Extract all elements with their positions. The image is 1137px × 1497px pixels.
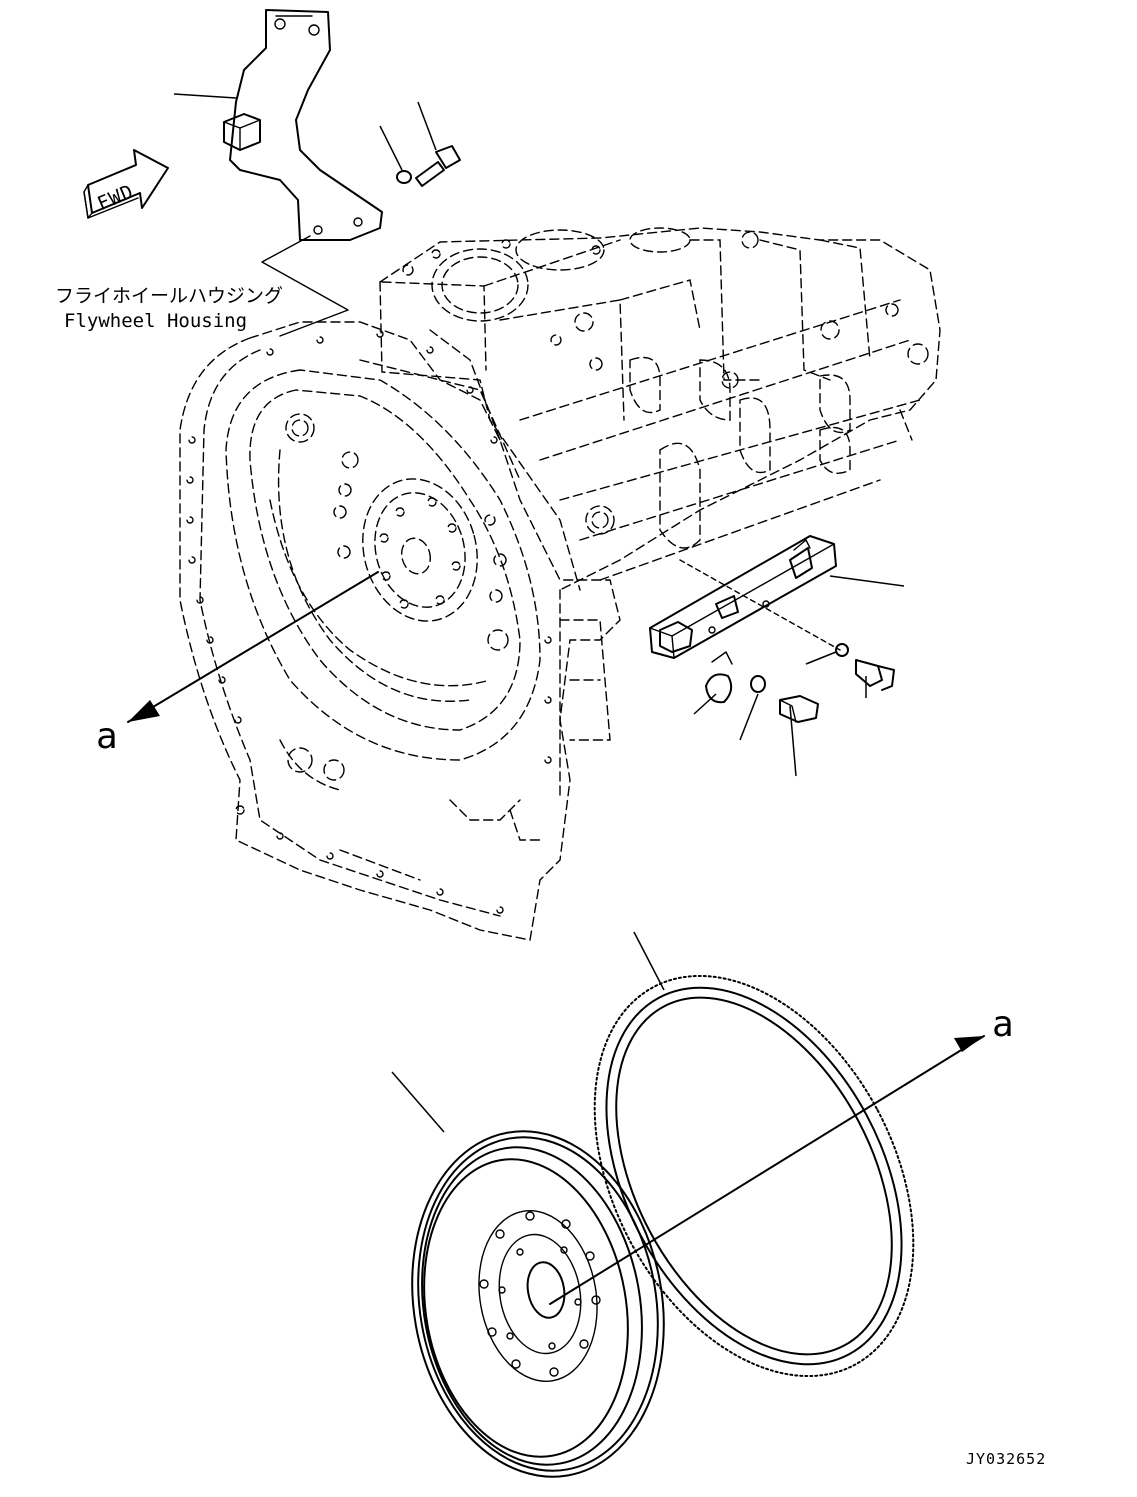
housing-label-jp: フライホイールハウジング: [55, 285, 283, 307]
fwd-arrow-icon: [83, 149, 169, 219]
view-axis-right: [549, 1035, 985, 1305]
housing-leader: [261, 235, 349, 337]
callout-bracket: [173, 93, 237, 99]
flywheel-housing: [179, 321, 621, 941]
callout-side-plate: [829, 575, 905, 587]
callout-ring-gear: [633, 931, 665, 991]
view-axis-left: [127, 571, 379, 723]
flywheel: [411, 1130, 665, 1478]
fwd-label: FWD: [94, 180, 137, 215]
view-marker-left: a: [96, 716, 118, 757]
side-plate-leader: [679, 559, 841, 651]
view-arrow-right-icon: [954, 1036, 984, 1052]
lower-bolt-left: [779, 695, 819, 777]
side-plate: [649, 535, 837, 659]
view-marker-right: a: [992, 1004, 1014, 1045]
ring-gear: [593, 974, 915, 1378]
lower-washer-left: [739, 675, 766, 741]
drawing-number: JY032652: [966, 1450, 1046, 1468]
lower-washer-right: [805, 643, 849, 665]
callout-flywheel: [391, 1071, 445, 1133]
view-arrow-left-icon: [128, 700, 160, 722]
upper-washer: [379, 125, 412, 184]
lower-bolt-right: [855, 659, 895, 698]
upper-bracket: [223, 9, 383, 241]
upper-bolt: [415, 101, 461, 187]
engine-block: [379, 227, 941, 591]
housing-label-en: Flywheel Housing: [64, 310, 247, 332]
harness-clip: [693, 651, 733, 715]
